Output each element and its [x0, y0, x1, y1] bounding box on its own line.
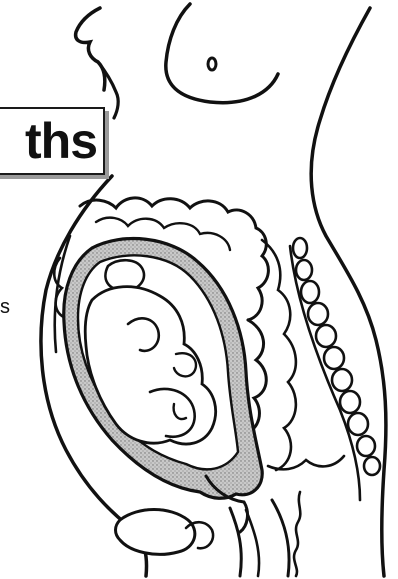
breast-outline	[166, 4, 278, 103]
nipple	[208, 58, 216, 70]
bladder	[116, 510, 195, 555]
side-label-text: s	[0, 296, 10, 319]
back-outline	[311, 8, 386, 576]
rectal-canal-wavy	[294, 492, 300, 576]
vaginal-canal	[230, 508, 241, 576]
title-label-text: ths	[25, 111, 97, 171]
title-label-box: ths	[0, 107, 105, 175]
spine-vertebrae	[293, 238, 380, 475]
rectal-canal	[272, 500, 289, 576]
hair-outline	[76, 8, 105, 90]
